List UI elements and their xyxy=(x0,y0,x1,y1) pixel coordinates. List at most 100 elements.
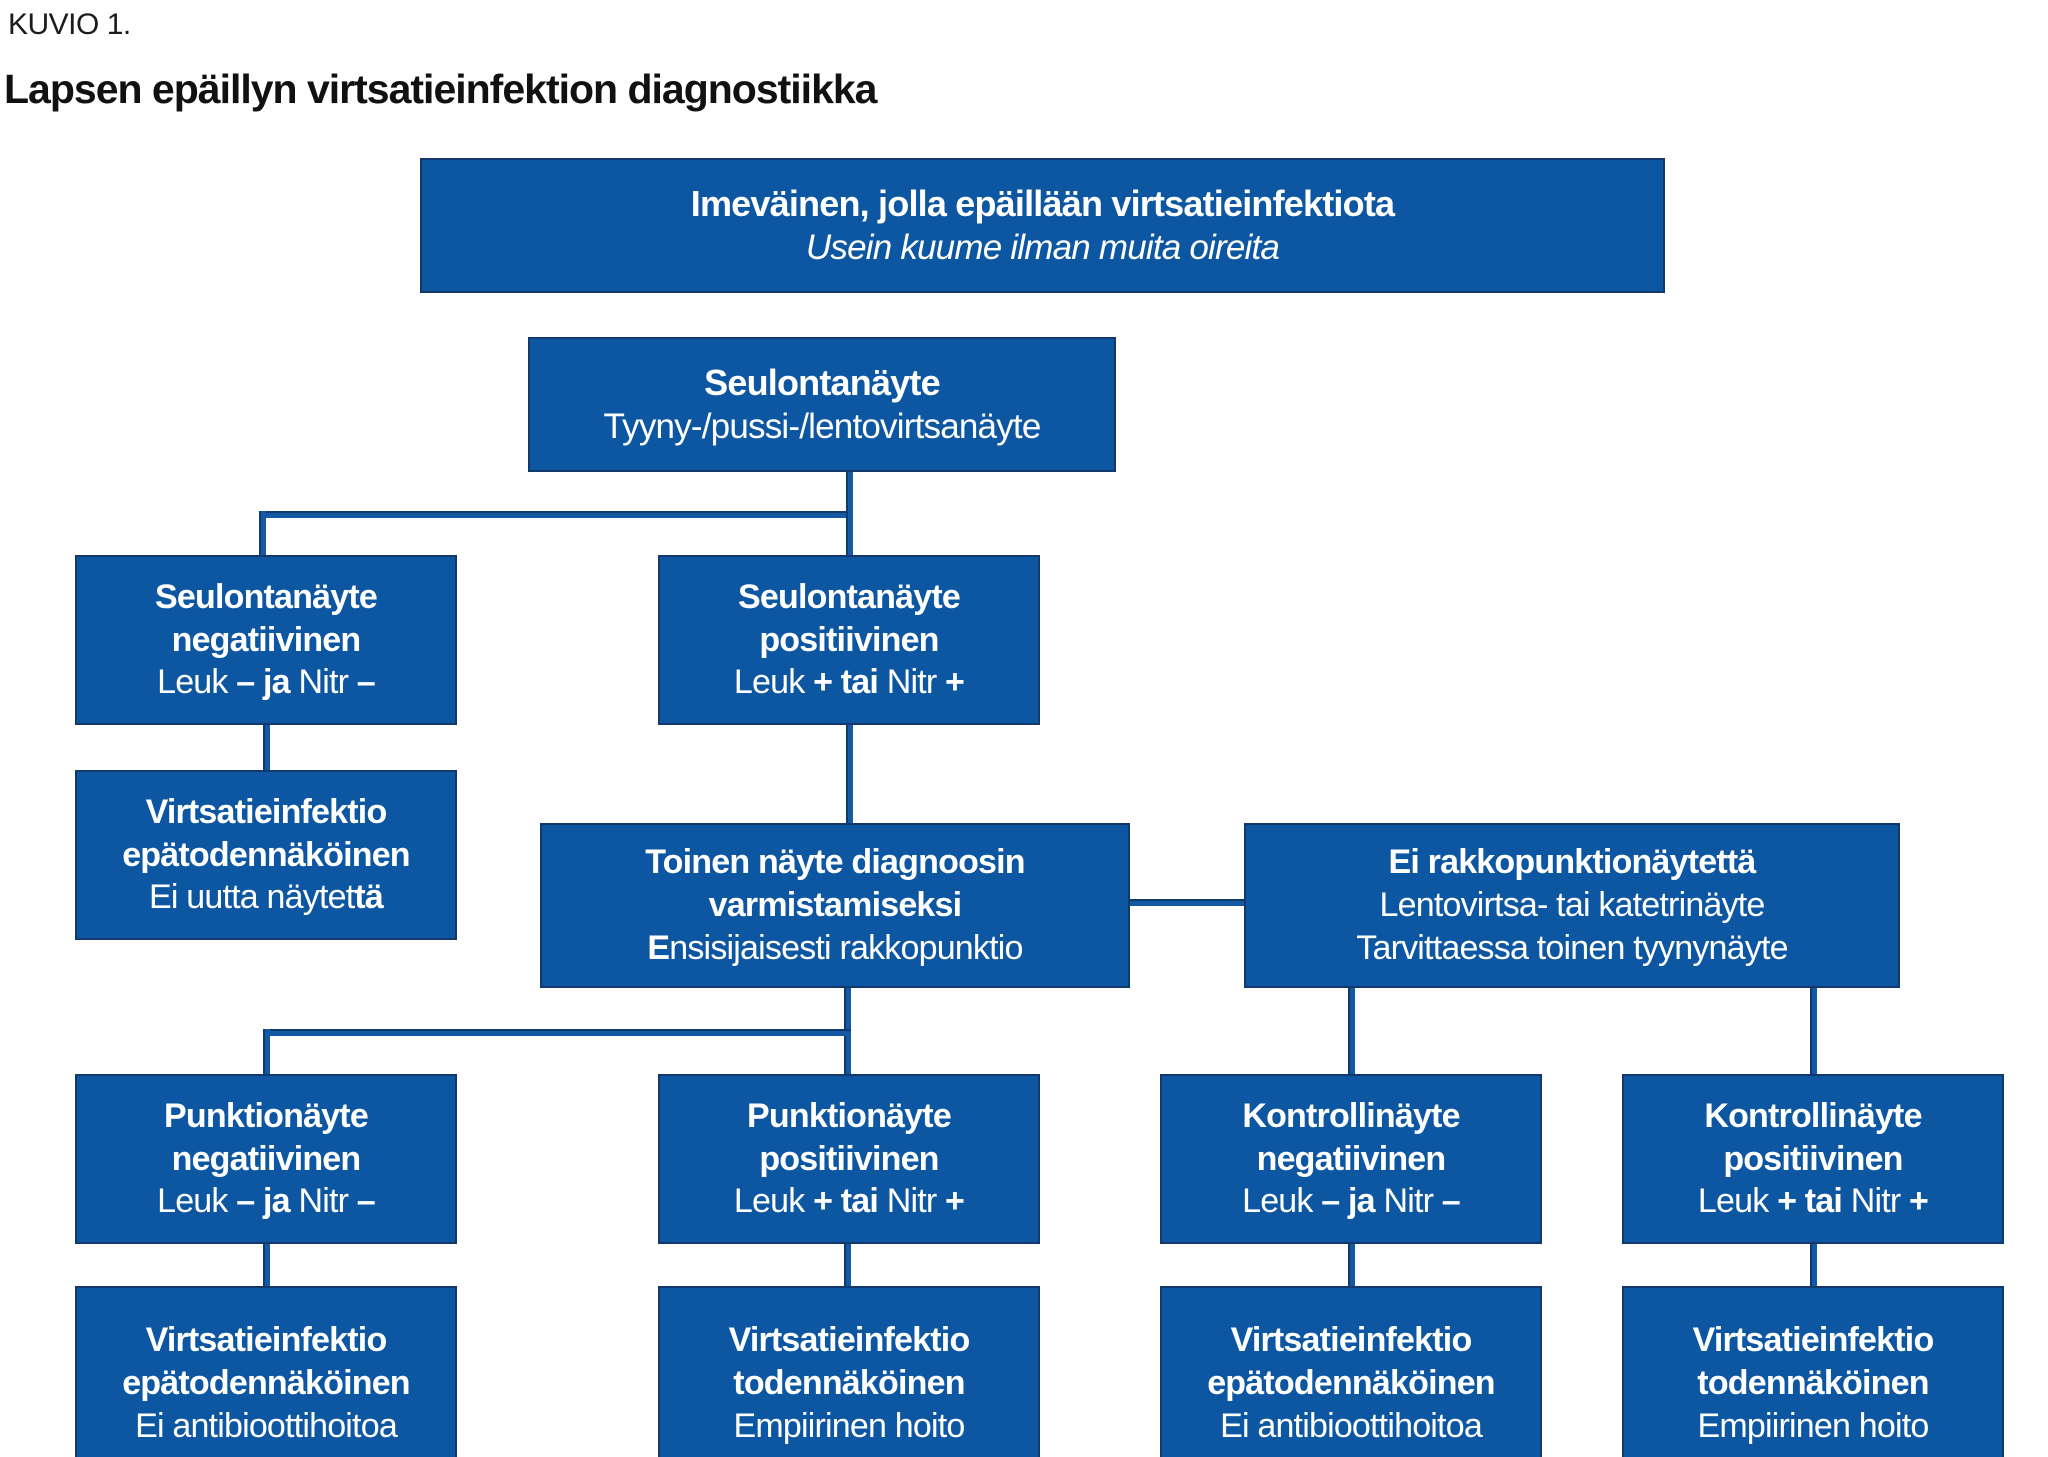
node-result-line: Leuk + tai Nitr + xyxy=(733,1180,965,1223)
node-outcome-unlikely-after-control: Virtsatieinfektio epätodennäköinen Ei an… xyxy=(1160,1286,1542,1457)
node-puncture-negative: Punktionäyte negatiivinen Leuk – ja Nitr… xyxy=(75,1074,457,1244)
node-title: positiivinen xyxy=(1723,1139,1903,1178)
connector-control-positive-outcome xyxy=(1810,1243,1817,1288)
node-title: todennäköinen xyxy=(1697,1364,1929,1403)
node-title: positiivinen xyxy=(759,620,939,659)
node-title: Toinen näyte diagnoosin xyxy=(645,843,1025,882)
figure-title: Lapsen epäillyn virtsatieinfektion diagn… xyxy=(4,66,877,112)
result-segment-bold: + tai xyxy=(813,1182,887,1221)
node-no-puncture-sample: Ei rakkopunktionäytettä Lentovirtsa- tai… xyxy=(1244,823,1900,988)
node-title: Virtsatieinfektio xyxy=(145,792,388,831)
node-control-negative: Kontrollinäyte negatiivinen Leuk – ja Ni… xyxy=(1160,1074,1542,1244)
result-segment-bold: + xyxy=(945,663,965,702)
node-puncture-positive: Punktionäyte positiivinen Leuk + tai Nit… xyxy=(658,1074,1040,1244)
node-screening-negative: Seulontanäyte negatiivinen Leuk – ja Nit… xyxy=(75,555,457,725)
connector-branch-to-puncture-negative xyxy=(263,1029,270,1076)
result-segment-bold: – xyxy=(356,1182,376,1221)
node-title: Seulontanäyte xyxy=(155,577,378,616)
node-result-line: Leuk – ja Nitr – xyxy=(157,661,376,704)
connector-puncture-negative-outcome xyxy=(263,1243,270,1288)
node-title: todennäköinen xyxy=(733,1364,965,1403)
connector-branch-to-positive xyxy=(846,511,853,557)
connector-branch-to-negative xyxy=(259,511,266,557)
result-segment: Nitr xyxy=(298,663,357,702)
node-title: Punktionäyte xyxy=(747,1096,952,1135)
node-title: Kontrollinäyte xyxy=(1704,1096,1922,1135)
node-result-line: Leuk + tai Nitr + xyxy=(1697,1180,1929,1223)
result-segment: Nitr xyxy=(886,663,946,702)
node-screening: Seulontanäyte Tyyny-/pussi-/lentovirtsan… xyxy=(528,337,1116,472)
result-segment: Leuk xyxy=(733,1182,814,1221)
subtitle-segment-bold: E xyxy=(647,928,670,967)
connector-positive-to-second-sample xyxy=(846,725,853,825)
result-segment-bold: – xyxy=(1441,1182,1461,1221)
node-title: Virtsatieinfektio xyxy=(145,1321,388,1360)
result-segment: Leuk xyxy=(157,1182,237,1221)
result-segment-bold: + tai xyxy=(1777,1182,1851,1221)
node-subtitle: Empiirinen hoito xyxy=(733,1406,966,1445)
result-segment-bold: + xyxy=(1909,1182,1929,1221)
result-segment: Leuk xyxy=(1697,1182,1778,1221)
node-start: Imeväinen, jolla epäillään virtsatieinfe… xyxy=(420,158,1665,293)
subtitle-segment: Ei uutta näytet xyxy=(148,878,355,917)
result-segment: Leuk xyxy=(1242,1182,1322,1221)
node-subtitle: Lentovirtsa- tai katetrinäyte xyxy=(1379,886,1766,925)
result-segment: Nitr xyxy=(298,1182,357,1221)
node-uti-unlikely-no-sample: Virtsatieinfektio epätodennäköinen Ei uu… xyxy=(75,770,457,940)
node-title: Ei rakkopunktionäytettä xyxy=(1388,843,1756,882)
result-segment-bold: – ja xyxy=(236,663,299,702)
result-segment: Leuk xyxy=(157,663,237,702)
node-title: epätodennäköinen xyxy=(122,835,410,874)
node-title: negatiivinen xyxy=(1256,1139,1447,1178)
node-outcome-likely-after-puncture: Virtsatieinfektio todennäköinen Empiirin… xyxy=(658,1286,1040,1457)
result-segment-bold: – ja xyxy=(1321,1182,1384,1221)
connector-puncture-positive-outcome xyxy=(844,1243,851,1288)
node-outcome-unlikely-after-puncture: Virtsatieinfektio epätodennäköinen Ei an… xyxy=(75,1286,457,1457)
figure-kicker: KUVIO 1. xyxy=(8,8,131,41)
connector-negative-to-unlikely xyxy=(263,725,270,772)
result-segment: Nitr xyxy=(886,1182,946,1221)
node-title: Virtsatieinfektio xyxy=(728,1321,971,1360)
result-segment: Nitr xyxy=(1850,1182,1910,1221)
node-subtitle: Tyyny-/pussi-/lentovirtsanäyte xyxy=(603,407,1041,447)
node-subtitle: Ei antibioottihoitoa xyxy=(135,1406,398,1445)
node-subtitle: Usein kuume ilman muita oireita xyxy=(805,228,1280,268)
node-title: Virtsatieinfektio xyxy=(1692,1321,1935,1360)
result-segment: Leuk xyxy=(733,663,814,702)
node-title: varmistamiseksi xyxy=(708,886,962,925)
connector-control-negative-outcome xyxy=(1348,1243,1355,1288)
connector-screening-branch xyxy=(259,511,853,518)
result-segment-bold: – ja xyxy=(236,1182,299,1221)
node-title: epätodennäköinen xyxy=(1207,1364,1495,1403)
connector-second-sample-to-no-puncture xyxy=(1130,899,1246,906)
node-result-line: Leuk – ja Nitr – xyxy=(1242,1180,1461,1223)
node-subtitle: Tarvittaessa toinen tyynynäyte xyxy=(1356,928,1788,967)
result-segment-bold: + tai xyxy=(813,663,887,702)
connector-puncture-branch xyxy=(263,1029,851,1036)
node-title: negatiivinen xyxy=(171,1139,362,1178)
result-segment-bold: + xyxy=(945,1182,965,1221)
node-title: Seulontanäyte xyxy=(704,361,940,403)
node-title: Seulontanäyte xyxy=(738,577,961,616)
connector-no-puncture-to-control-negative xyxy=(1348,988,1355,1076)
connector-no-puncture-to-control-positive xyxy=(1810,988,1817,1076)
node-subtitle: Empiirinen hoito xyxy=(1697,1406,1930,1445)
node-screening-positive: Seulontanäyte positiivinen Leuk + tai Ni… xyxy=(658,555,1040,725)
node-title: negatiivinen xyxy=(171,620,362,659)
node-result-line: Leuk – ja Nitr – xyxy=(157,1180,376,1223)
result-segment: Nitr xyxy=(1383,1182,1442,1221)
connector-screening-down xyxy=(846,472,853,518)
node-title: Kontrollinäyte xyxy=(1242,1096,1460,1135)
node-subtitle: Ei antibioottihoitoa xyxy=(1220,1406,1483,1445)
node-title: positiivinen xyxy=(759,1139,939,1178)
node-title: Virtsatieinfektio xyxy=(1230,1321,1473,1360)
result-segment-bold: – xyxy=(356,663,376,702)
subtitle-segment-bold: tä xyxy=(354,878,383,917)
node-subtitle: Ei uutta näytettä xyxy=(148,876,384,919)
node-second-sample: Toinen näyte diagnoosin varmistamiseksi … xyxy=(540,823,1130,988)
node-title: Imeväinen, jolla epäillään virtsatieinfe… xyxy=(690,182,1395,224)
node-subtitle: Ensisijaisesti rakkopunktio xyxy=(647,927,1023,970)
node-control-positive: Kontrollinäyte positiivinen Leuk + tai N… xyxy=(1622,1074,2004,1244)
node-title: epätodennäköinen xyxy=(122,1364,410,1403)
